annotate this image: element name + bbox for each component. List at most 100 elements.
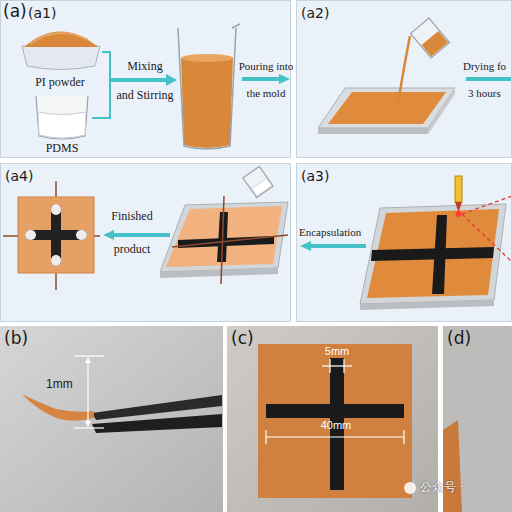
annotation-label: Mixing xyxy=(127,60,162,74)
panel-label: (c) xyxy=(231,329,254,349)
sheet-tray xyxy=(367,209,499,298)
sensor-photo xyxy=(258,344,412,498)
pouring-beaker xyxy=(243,166,273,197)
pdms-beaker xyxy=(36,96,88,139)
annotation-label: and Stirring xyxy=(117,89,174,103)
panel-ground xyxy=(0,326,223,512)
tweezers-photo xyxy=(22,394,94,421)
pdms-beaker xyxy=(38,112,86,138)
process-arrow xyxy=(110,78,168,82)
panel-ground xyxy=(296,163,512,322)
sheet-tray xyxy=(360,204,506,310)
finished-sensor xyxy=(3,181,100,290)
panel-ground xyxy=(227,326,438,512)
encapsulation-tray xyxy=(172,235,288,247)
finished-sensor xyxy=(55,273,57,290)
pouring-beaker xyxy=(243,166,273,197)
powder-dish xyxy=(22,32,100,70)
process-arrow xyxy=(103,230,170,240)
tweezers-photo xyxy=(85,357,91,363)
tweezers-photo xyxy=(22,356,222,433)
mixing-beaker xyxy=(181,58,233,148)
mixing-beaker xyxy=(178,24,240,149)
finished-sensor xyxy=(18,197,94,273)
process-arrow xyxy=(103,230,114,240)
laser-pen xyxy=(455,176,512,262)
panel-label: (b) xyxy=(4,329,28,349)
process-arrow xyxy=(466,79,512,80)
tweezers-photo xyxy=(92,414,222,433)
process-arrow xyxy=(300,241,311,251)
process-arrow xyxy=(166,74,177,86)
finished-sensor xyxy=(25,230,87,240)
finished-sensor xyxy=(55,181,57,197)
tweezers-photo xyxy=(74,355,104,356)
mixing-beaker xyxy=(178,28,236,149)
annotation-label: Drying fo xyxy=(463,60,506,73)
annotation-label: product xyxy=(114,243,151,257)
pouring-beaker xyxy=(411,18,450,58)
watermark-icon xyxy=(404,482,416,494)
encapsulation-tray xyxy=(160,268,278,278)
pouring-beaker xyxy=(411,18,450,58)
process-arrow xyxy=(242,74,290,84)
sheet-tray xyxy=(371,247,494,261)
sheet-tray xyxy=(360,204,506,304)
panel-label: (a2) xyxy=(301,5,329,21)
tweezers-photo xyxy=(87,359,88,425)
process-arrow xyxy=(300,241,366,251)
process-arrow xyxy=(112,233,170,237)
process-arrow xyxy=(242,77,281,81)
tweezers-photo xyxy=(85,421,91,427)
annotation-label: 3 hours xyxy=(468,87,501,100)
annotation-label: Pouring into xyxy=(239,60,294,73)
mold-tray xyxy=(318,128,428,134)
sensor-photo xyxy=(266,404,404,418)
figure-panel: (b) xyxy=(0,326,223,512)
pouring-beaker xyxy=(398,36,410,104)
process-arrow xyxy=(279,74,290,84)
sensor-photo xyxy=(266,436,404,437)
pouring-beaker xyxy=(243,166,273,197)
annotation-label: 40mm xyxy=(321,419,352,432)
mixing-beaker xyxy=(232,24,240,28)
finished-sensor xyxy=(3,235,18,237)
photo-detail xyxy=(443,420,462,512)
process-arrow xyxy=(466,77,512,81)
powder-dish xyxy=(24,32,98,48)
panel-label: (d) xyxy=(447,329,471,349)
annotation-label: Finished xyxy=(111,210,152,224)
finished-sensor xyxy=(51,255,61,266)
panel-ground xyxy=(0,0,291,158)
panel-label: (a4) xyxy=(5,168,33,184)
panel-ground xyxy=(296,0,512,158)
panel-label: (a3) xyxy=(301,168,329,184)
mold-tray xyxy=(428,88,455,134)
photo-detail xyxy=(443,420,462,512)
finished-sensor xyxy=(25,230,36,240)
annotation-label: PDMS xyxy=(46,142,79,156)
sensor-photo xyxy=(322,365,352,366)
annotation-label: the mold xyxy=(247,87,286,100)
figure-panel: (a)(a1)(a2)(a4)(a3) xyxy=(0,0,512,323)
encapsulation-tray xyxy=(221,196,224,284)
annotation-label: 5mm xyxy=(323,345,351,358)
annotation-label: 公众号 · xyxy=(420,481,464,495)
finished-sensor xyxy=(94,235,100,237)
finished-sensor xyxy=(51,204,61,215)
panel-label: (a) xyxy=(3,2,27,22)
pouring-beaker xyxy=(252,178,272,196)
process-arrow xyxy=(92,52,177,118)
laser-pen xyxy=(456,211,462,217)
annotation-label: PI powder xyxy=(35,76,85,90)
finished-sensor xyxy=(76,230,87,240)
powder-dish xyxy=(22,46,100,70)
annotation-label: Encapsulation xyxy=(299,226,361,239)
encapsulation-tray xyxy=(160,196,288,284)
pdms-beaker xyxy=(36,96,88,139)
tweezers-photo xyxy=(74,427,104,428)
mold-tray xyxy=(318,88,455,134)
pouring-beaker xyxy=(398,18,449,104)
annotation-label: 1mm xyxy=(46,378,73,392)
